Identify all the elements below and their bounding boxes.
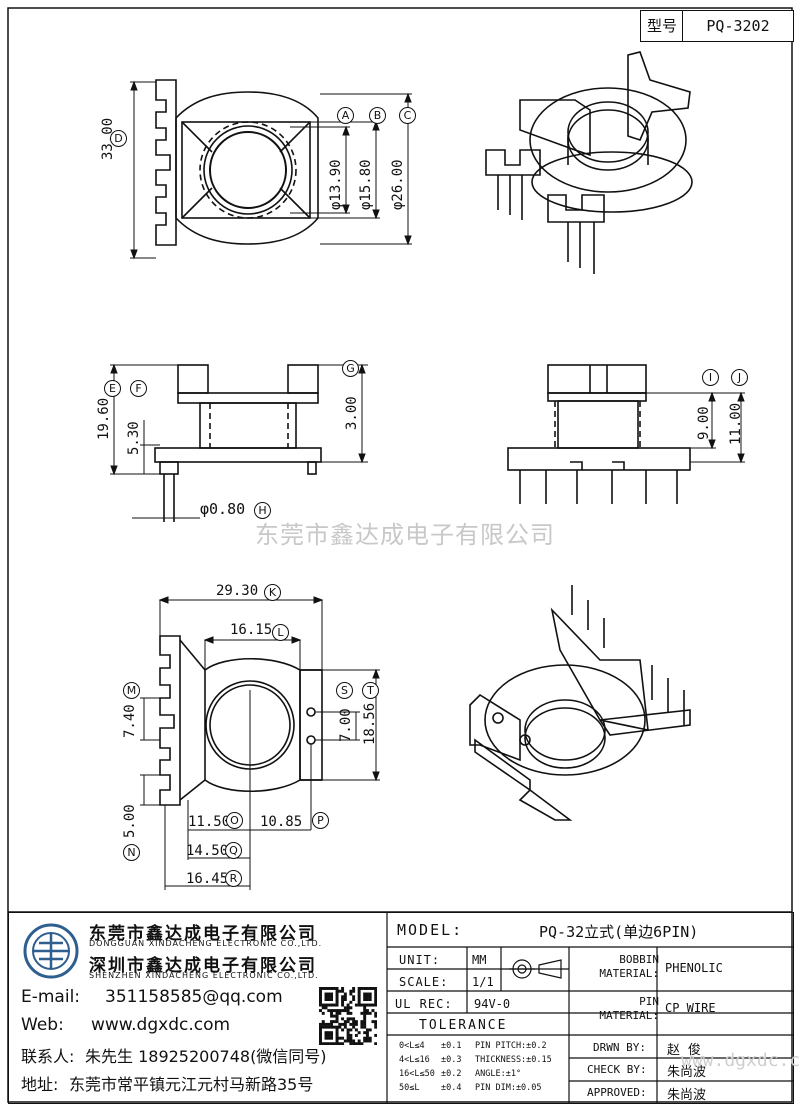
- approved-value: 朱尚波: [667, 1088, 707, 1103]
- ref-marker-j: J: [731, 369, 748, 386]
- title-block-lines: [386, 913, 793, 1103]
- dim-14-5: 14.50: [186, 843, 229, 859]
- contact-value: 朱先生 18925200748(微信同号): [85, 1047, 327, 1066]
- model-value: PQ-32立式(单边6PIN): [539, 923, 699, 941]
- tolerance-cell: ±0.4: [441, 1083, 462, 1093]
- dim-7-0: 7.00: [338, 708, 354, 742]
- ref-marker-g: G: [342, 360, 359, 377]
- dim-13-9: φ13.90: [328, 159, 344, 210]
- bobbin-value: PHENOLIC: [665, 961, 723, 975]
- dim-26: φ26.00: [390, 159, 406, 210]
- side-view: [110, 363, 368, 522]
- dim-19-6: 19.60: [96, 397, 112, 440]
- qr-code: [319, 987, 377, 1045]
- dim-11-5: 11.50: [188, 814, 231, 830]
- dim-10-85: 10.85: [260, 814, 303, 830]
- ref-marker-f: F: [130, 380, 147, 397]
- email-value: 351158585@qq.com: [105, 987, 283, 1007]
- ref-marker-p: P: [312, 812, 329, 829]
- dim-5-0: 5.00: [122, 804, 138, 838]
- tolerance-cell: THICKNESS:±0.15: [475, 1055, 552, 1065]
- pin-value: CP WIRE: [665, 1001, 716, 1015]
- tolerance-cell: PIN PITCH:±0.2: [475, 1041, 547, 1051]
- tolerance-cell: 16<L≤50: [399, 1069, 435, 1079]
- tolerance-cell: ±0.3: [441, 1055, 462, 1065]
- company-name-cn: 东莞市鑫达成电子有限公司: [89, 924, 317, 944]
- ref-marker-o: O: [226, 812, 243, 829]
- web-value: www.dgxdc.com: [91, 1015, 231, 1035]
- pin-label: PIN MATERIAL:: [599, 995, 659, 1022]
- tolerance-cell: ANGLE:±1°: [475, 1069, 522, 1079]
- tolerance-label: TOLERANCE: [419, 1018, 508, 1033]
- address-value: 东莞市常平镇元江元村马新路35号: [69, 1075, 314, 1094]
- model-label: MODEL:: [397, 921, 464, 939]
- part-number: PQ-3202: [682, 10, 794, 42]
- ul-label: UL REC:: [395, 997, 453, 1011]
- title-block: 东莞市鑫达成电子有限公司 DONGGUAN XINDACHENG ELECTRO…: [8, 912, 800, 1104]
- unit-value: MM: [472, 953, 487, 967]
- ref-marker-k: K: [264, 584, 281, 601]
- bottom-view: [140, 596, 380, 890]
- drawn-label: DRWN BY:: [593, 1041, 646, 1054]
- dim-29-3: 29.30: [216, 583, 259, 599]
- dim-18-56: 18.56: [362, 702, 378, 745]
- ref-marker-l: L: [272, 624, 289, 641]
- address-label: 地址:: [21, 1075, 59, 1094]
- ref-marker-c: C: [399, 107, 416, 124]
- ref-marker-m: M: [123, 682, 140, 699]
- ref-marker-r: R: [225, 870, 242, 887]
- tolerance-cell: 50≤L: [399, 1083, 420, 1093]
- scale-value: 1/1: [472, 975, 494, 989]
- dim-9-0: 9.00: [696, 406, 712, 440]
- tolerance-cell: PIN DIM:±0.05: [475, 1083, 542, 1093]
- dim-16-45: 16.45: [186, 871, 229, 887]
- dim-7-4: 7.40: [122, 704, 138, 738]
- dim-3-0: 3.00: [344, 396, 360, 430]
- dim-5-3: 5.30: [126, 421, 142, 455]
- web-label: Web:: [21, 1015, 64, 1035]
- check-label: CHECK BY:: [587, 1063, 647, 1076]
- approved-label: APPROVED:: [587, 1086, 647, 1099]
- check-value: 朱尚波: [667, 1065, 707, 1080]
- ref-marker-n: N: [123, 844, 140, 861]
- dim-0-8: φ0.80: [200, 500, 246, 518]
- top-view: [130, 79, 412, 260]
- watermark: 东莞市鑫达成电子有限公司: [255, 521, 555, 549]
- company-name-en: DONGGUAN XINDACHENG ELECTRONIC CO.,LTD.: [89, 939, 323, 948]
- ref-marker-i: I: [702, 369, 719, 386]
- ref-marker-s: S: [336, 682, 353, 699]
- isometric-view-bottom: [469, 585, 691, 821]
- dim-15-8: φ15.80: [358, 159, 374, 210]
- front-view: [507, 364, 745, 504]
- tolerance-cell: 0<L≤4: [399, 1041, 425, 1051]
- scale-label: SCALE:: [399, 975, 449, 989]
- contact-label: 联系人:: [21, 1047, 75, 1066]
- ref-marker-b: B: [369, 107, 386, 124]
- ref-marker-q: Q: [225, 842, 242, 859]
- ref-marker-h: H: [254, 502, 271, 519]
- tolerance-cell: ±0.1: [441, 1041, 462, 1051]
- ul-value: 94V-0: [474, 997, 511, 1011]
- isometric-view-top: [485, 51, 693, 274]
- ref-marker-d: D: [110, 130, 127, 147]
- unit-label: UNIT:: [399, 953, 441, 967]
- company-name2-cn: 深圳市鑫达成电子有限公司: [89, 956, 317, 976]
- company-name2-en: SHENZHEN XINDACHENG ELECTRONIC CO.,LTD.: [89, 971, 319, 980]
- ref-marker-e: E: [104, 380, 121, 397]
- dim-11-0: 11.00: [728, 402, 744, 445]
- drawn-value: 赵 俊: [667, 1043, 701, 1058]
- company-logo: [23, 923, 79, 979]
- email-label: E-mail:: [21, 987, 81, 1007]
- ref-marker-t: T: [362, 682, 379, 699]
- site-mark: www.dgxdc.com: [681, 1050, 800, 1071]
- type-label: 型号: [640, 10, 684, 42]
- bobbin-label: BOBBIN MATERIAL:: [599, 953, 659, 980]
- ref-marker-a: A: [337, 107, 354, 124]
- dim-16-15: 16.15: [230, 622, 273, 638]
- tolerance-cell: ±0.2: [441, 1069, 462, 1079]
- tolerance-cell: 4<L≤16: [399, 1055, 430, 1065]
